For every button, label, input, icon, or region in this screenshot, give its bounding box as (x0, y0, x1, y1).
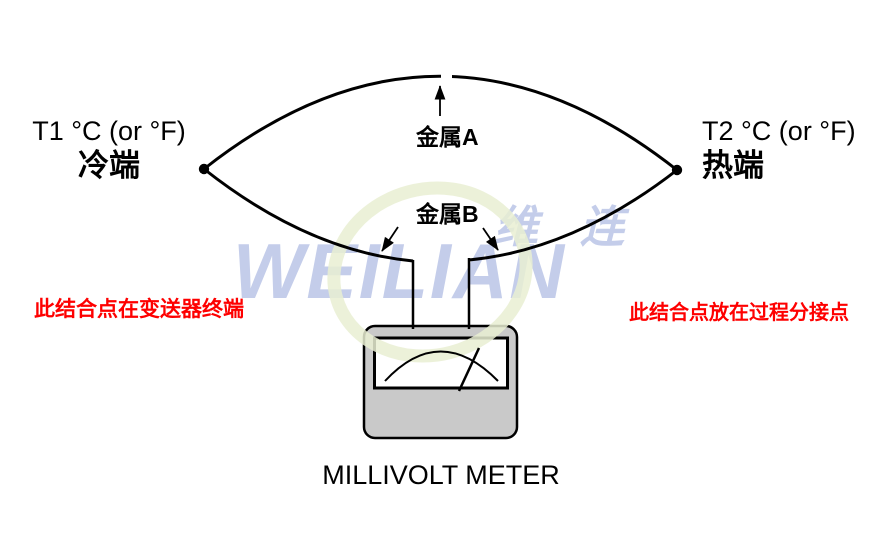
metal-a-wire-gap (441, 70, 452, 80)
millivolt-meter-caption: MILLIVOLT METER (322, 460, 560, 490)
cold-junction-name: 冷端 (78, 147, 140, 183)
hot-junction-label: T2 °C (or °F) 热端 (702, 116, 872, 183)
cold-junction-temperature: T1 °C (or °F) (32, 116, 186, 146)
meter-needle (457, 347, 481, 392)
metal-b-arrow-left-icon (381, 226, 399, 252)
hot-junction-dot (671, 164, 683, 176)
cold-junction-dot (198, 163, 210, 175)
meter-scale-arc (384, 350, 499, 382)
metal-a-wire-arc (203, 74, 678, 172)
metal-b-label: 金属B (416, 201, 479, 227)
hot-junction-temperature: T2 °C (or °F) (702, 116, 856, 146)
metal-b-wire-arc-right (468, 168, 678, 262)
metal-b-wire-arc-left (203, 167, 414, 263)
watermark-brand-text: WEILIAN (233, 227, 566, 315)
cold-junction-label: T1 °C (or °F) 冷端 (24, 116, 194, 183)
transmitter-terminal-note: 此结合点在变送器终端 (34, 298, 244, 321)
hot-junction-name: 热端 (702, 147, 764, 183)
process-tap-note: 此结合点放在过程分接点 (629, 302, 849, 324)
metal-b-arrow-right-icon (482, 227, 499, 251)
metal-a-label: 金属A (416, 124, 479, 150)
